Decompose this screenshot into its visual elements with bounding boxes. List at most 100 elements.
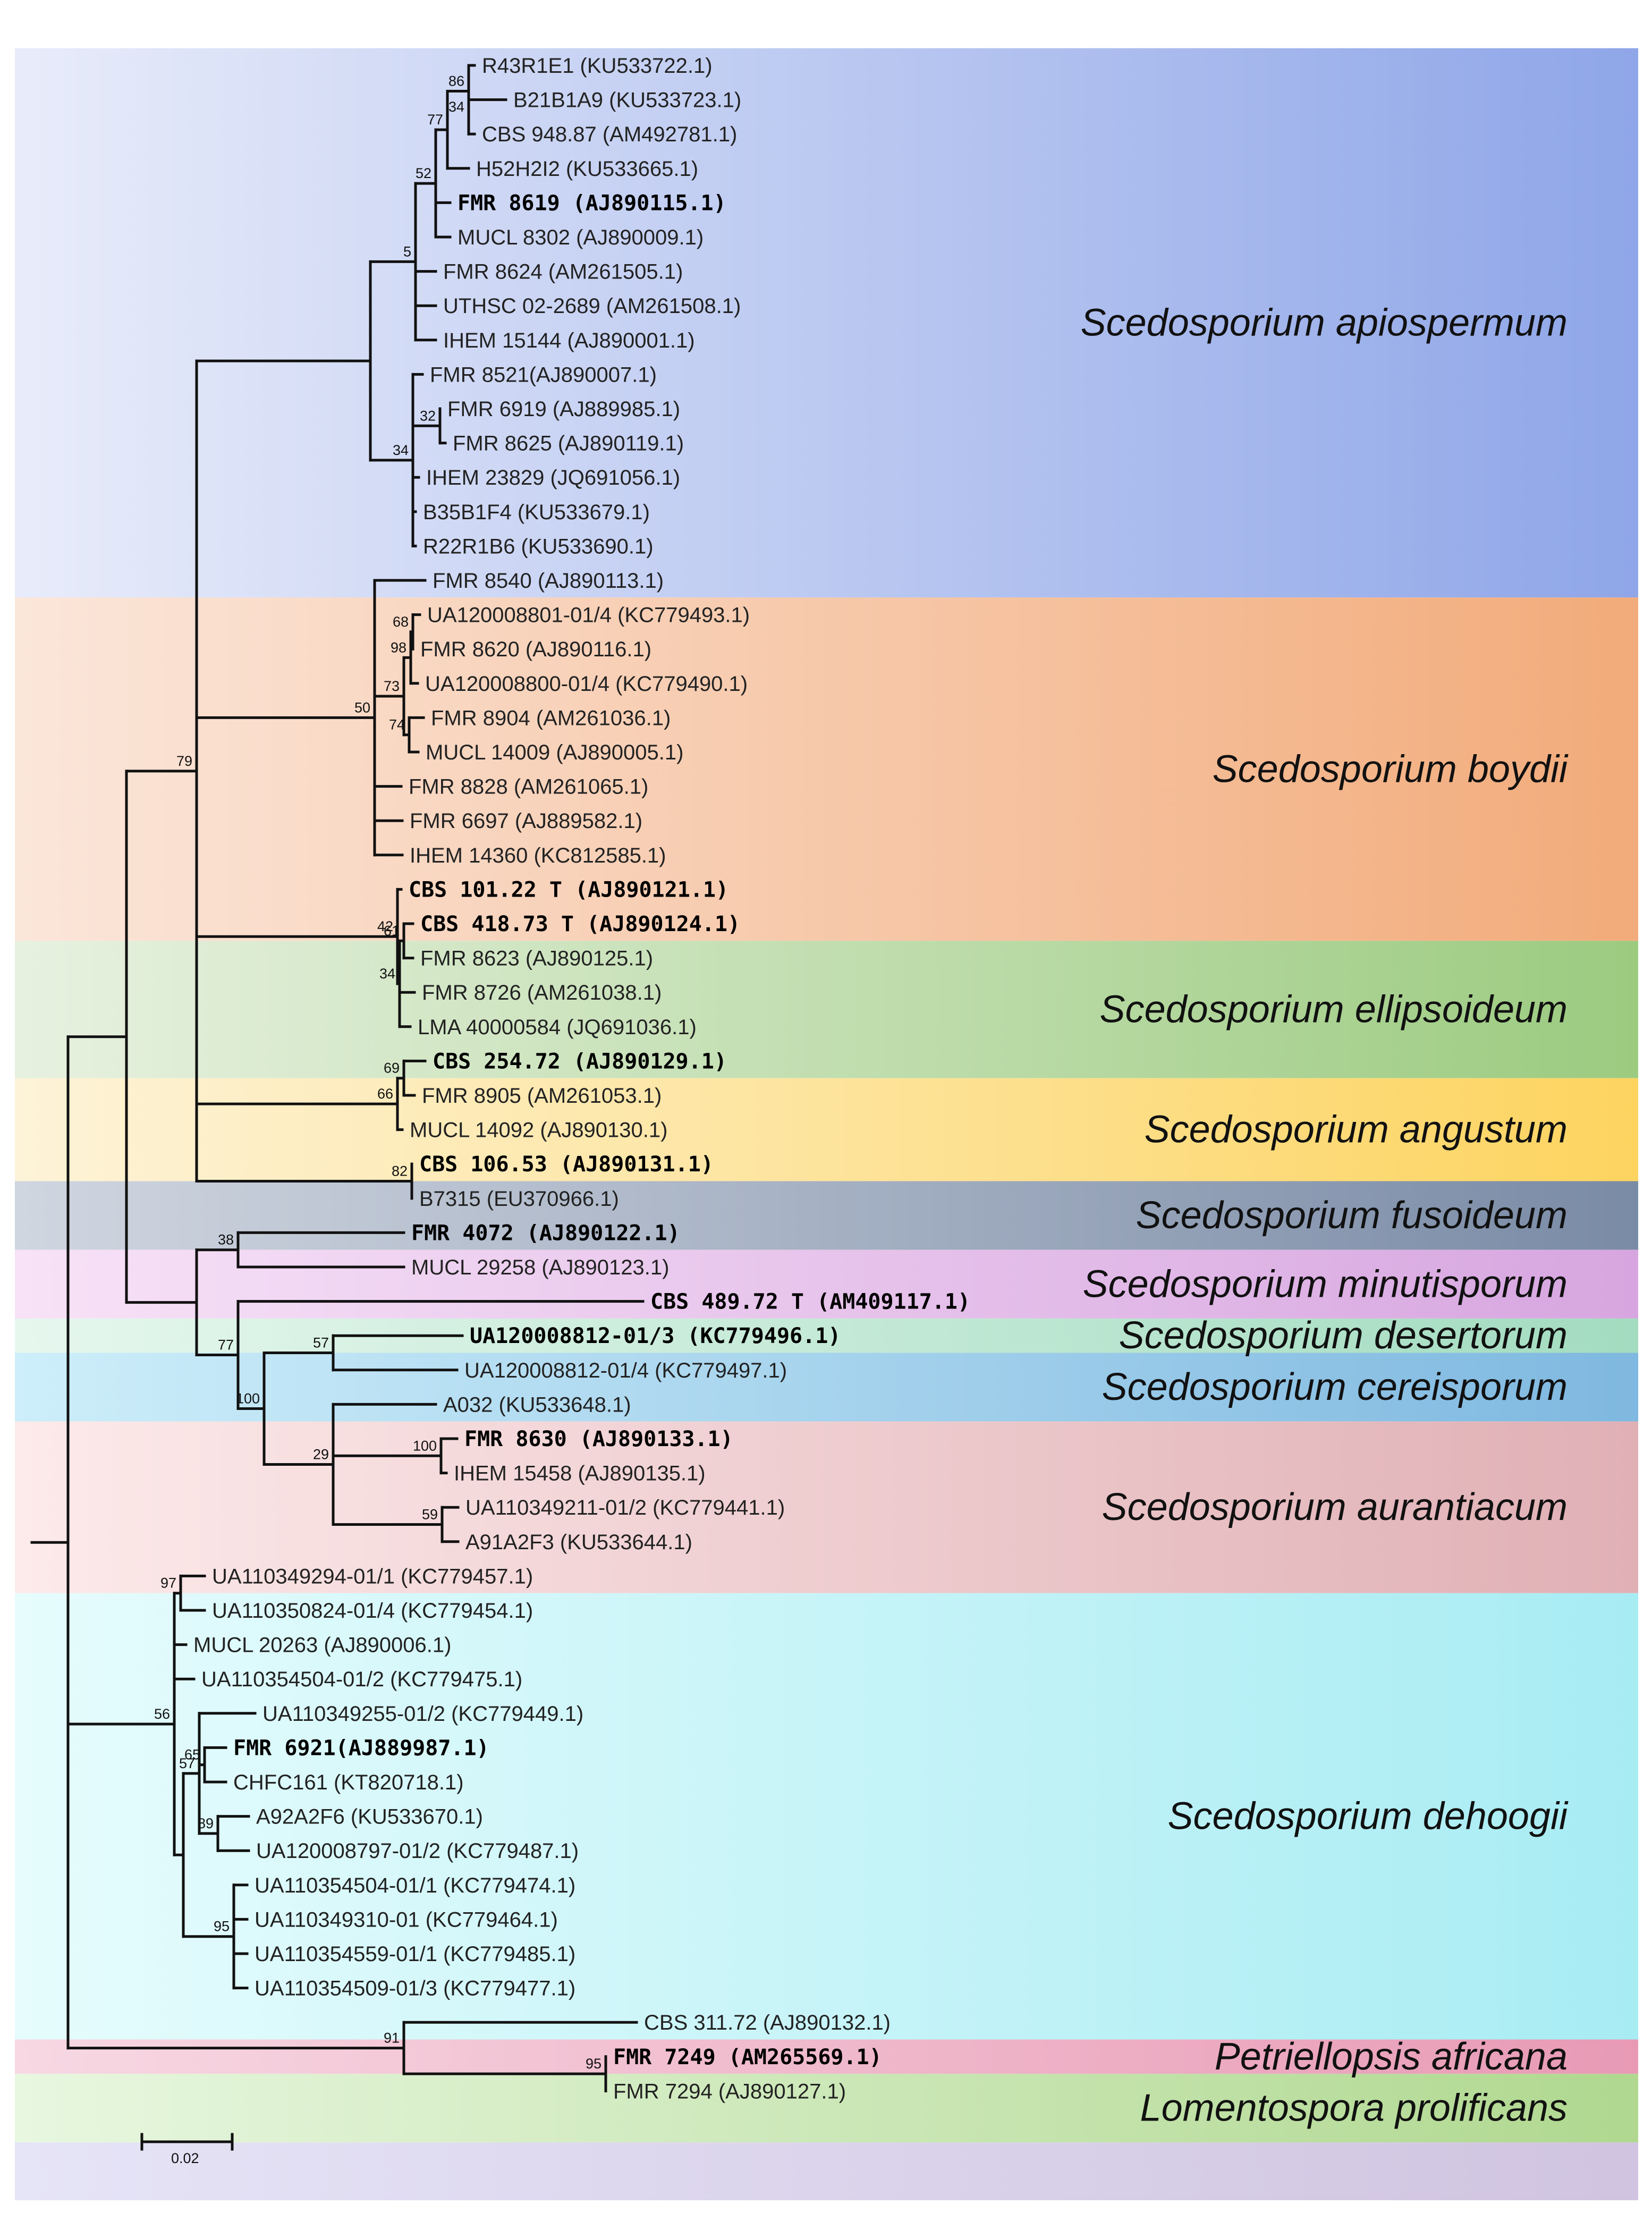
leaf-label: A92A2F6 (KU533670.1) bbox=[256, 1805, 483, 1829]
support-value: 79 bbox=[176, 753, 192, 769]
clade-label: Scedosporium apiospermum bbox=[1081, 302, 1568, 344]
clade-band bbox=[15, 2074, 1638, 2143]
support-value: 50 bbox=[354, 699, 370, 715]
leaf-label: R43R1E1 (KU533722.1) bbox=[482, 54, 713, 78]
support-value: 77 bbox=[427, 112, 443, 128]
leaf-label: FMR 8623 (AJ890125.1) bbox=[420, 947, 653, 970]
clade-band bbox=[15, 1353, 1638, 1422]
support-value: 95 bbox=[214, 1919, 230, 1935]
clade-label: Scedosporium ellipsoideum bbox=[1100, 989, 1568, 1031]
support-value: 59 bbox=[422, 1507, 438, 1523]
clade-band bbox=[15, 2039, 1638, 2074]
support-value: 97 bbox=[160, 1575, 176, 1591]
leaf-label: MUCL 14092 (AJ890130.1) bbox=[410, 1119, 667, 1142]
leaf-label: CBS 418.73 T (AJ890124.1) bbox=[420, 912, 740, 936]
clade-label: Scedosporium fusoideum bbox=[1136, 1194, 1568, 1237]
leaf-label: CBS 489.72 T (AM409117.1) bbox=[650, 1290, 970, 1314]
support-value: 5 bbox=[403, 243, 411, 259]
leaf-label: UA110349310-01 (KC779464.1) bbox=[255, 1908, 558, 1931]
clade-band bbox=[15, 2142, 1638, 2200]
leaf-label: IHEM 15144 (AJ890001.1) bbox=[443, 329, 695, 352]
support-value: 52 bbox=[416, 165, 431, 181]
support-value: 34 bbox=[448, 99, 464, 115]
leaf-label: CBS 254.72 (AJ890129.1) bbox=[433, 1049, 727, 1074]
support-value: 34 bbox=[393, 442, 409, 458]
leaf-label: B21B1A9 (KU533723.1) bbox=[513, 89, 741, 112]
leaf-label: FMR 8630 (AJ890133.1) bbox=[464, 1427, 733, 1451]
leaf-label: FMR 8625 (AJ890119.1) bbox=[453, 432, 684, 455]
support-value: 69 bbox=[384, 1060, 400, 1076]
support-value: 100 bbox=[236, 1390, 260, 1406]
support-value: 57 bbox=[179, 1755, 195, 1771]
clade-band bbox=[15, 48, 1638, 598]
leaf-label: B35B1F4 (KU533679.1) bbox=[423, 501, 650, 524]
support-value: 91 bbox=[384, 2030, 400, 2046]
support-value: 38 bbox=[218, 1232, 234, 1248]
leaf-label: FMR 8620 (AJ890116.1) bbox=[420, 638, 651, 661]
clade-band bbox=[15, 1593, 1638, 2040]
scale-bar-label: 0.02 bbox=[171, 2150, 199, 2166]
leaf-label: UA120008797-01/2 (KC779487.1) bbox=[256, 1839, 579, 1863]
support-value: 100 bbox=[413, 1438, 437, 1454]
clade-band bbox=[15, 1181, 1638, 1250]
leaf-label: UA110354559-01/1 (KC779485.1) bbox=[255, 1942, 575, 1966]
leaf-label: MUCL 14009 (AJ890005.1) bbox=[426, 741, 683, 764]
leaf-label: UA110349211-01/2 (KC779441.1) bbox=[465, 1496, 785, 1519]
leaf-label: UA110354504-01/2 (KC779475.1) bbox=[201, 1668, 522, 1691]
leaf-label: FMR 6921(AJ889987.1) bbox=[233, 1736, 489, 1760]
leaf-label: UA110354509-01/3 (KC779477.1) bbox=[255, 1977, 575, 2000]
clade-label: Scedosporium angustum bbox=[1145, 1109, 1568, 1151]
leaf-label: FMR 8904 (AM261036.1) bbox=[431, 706, 671, 730]
leaf-label: CBS 106.53 (AJ890131.1) bbox=[419, 1152, 714, 1177]
clade-label: Lomentospora prolificans bbox=[1140, 2087, 1568, 2130]
leaf-label: UA110354504-01/1 (KC779474.1) bbox=[255, 1874, 575, 1897]
support-value: 77 bbox=[218, 1337, 234, 1353]
leaf-label: UA120008801-01/4 (KC779493.1) bbox=[427, 604, 750, 627]
leaf-label: LMA 40000584 (JQ691036.1) bbox=[418, 1016, 697, 1039]
leaf-label: FMR 6919 (AJ889985.1) bbox=[447, 398, 680, 421]
support-value: 74 bbox=[389, 717, 405, 733]
leaf-label: UA110349294-01/1 (KC779457.1) bbox=[212, 1565, 533, 1588]
leaf-label: FMR 7249 (AM265569.1) bbox=[613, 2045, 882, 2070]
support-value: 57 bbox=[313, 1335, 329, 1351]
leaf-label: IHEM 23829 (JQ691056.1) bbox=[426, 466, 680, 489]
leaf-label: FMR 8619 (AJ890115.1) bbox=[458, 191, 726, 215]
clade-band bbox=[15, 1078, 1638, 1181]
support-value: 89 bbox=[198, 1815, 214, 1831]
leaf-label: UA110350824-01/4 (KC779454.1) bbox=[212, 1599, 533, 1623]
support-value: 42 bbox=[377, 918, 393, 934]
leaf-label: IHEM 14360 (KC812585.1) bbox=[410, 844, 666, 867]
leaf-label: CBS 101.22 T (AJ890121.1) bbox=[409, 877, 728, 902]
support-value: 68 bbox=[393, 614, 409, 630]
support-value: 66 bbox=[377, 1086, 393, 1102]
leaf-label: MUCL 20263 (AJ890006.1) bbox=[193, 1634, 451, 1657]
leaf-label: UA120008812-01/4 (KC779497.1) bbox=[464, 1359, 787, 1382]
clade-label: Scedosporium minutisporum bbox=[1083, 1263, 1568, 1305]
leaf-label: FMR 6697 (AJ889582.1) bbox=[410, 809, 642, 833]
leaf-label: UA110349255-01/2 (KC779449.1) bbox=[262, 1702, 583, 1726]
support-value: 98 bbox=[391, 639, 406, 655]
support-value: 65 bbox=[184, 1747, 200, 1763]
clade-label: Petriellopsis africana bbox=[1215, 2035, 1568, 2078]
support-value: 61 bbox=[384, 923, 400, 939]
leaf-label: CHFC161 (KT820718.1) bbox=[233, 1771, 464, 1794]
support-value: 86 bbox=[448, 73, 464, 89]
clade-label: Scedosporium boydii bbox=[1213, 748, 1569, 790]
leaf-label: CBS 948.87 (AM492781.1) bbox=[482, 123, 737, 146]
tree-branches bbox=[30, 64, 645, 2092]
leaf-label: UA120008800-01/4 (KC779490.1) bbox=[425, 672, 748, 696]
clade-label: Scedosporium desertorum bbox=[1119, 1314, 1568, 1357]
leaf-label: UTHSC 02-2689 (AM261508.1) bbox=[443, 294, 741, 318]
leaf-label: FMR 8540 (AJ890113.1) bbox=[433, 569, 664, 593]
leaf-label: B7315 (EU370966.1) bbox=[419, 1187, 619, 1211]
leaf-label: FMR 8521(AJ890007.1) bbox=[430, 363, 657, 386]
support-values: 7955277863434325073986874423461666982387… bbox=[154, 73, 602, 2072]
leaf-label: R22R1B6 (KU533690.1) bbox=[423, 535, 654, 558]
clade-band bbox=[15, 1318, 1638, 1353]
support-value: 56 bbox=[154, 1706, 170, 1722]
leaf-label: FMR 8726 (AM261038.1) bbox=[422, 981, 662, 1004]
clade-band bbox=[15, 1249, 1638, 1319]
support-value: 34 bbox=[379, 966, 395, 982]
support-value: 95 bbox=[586, 2056, 602, 2072]
